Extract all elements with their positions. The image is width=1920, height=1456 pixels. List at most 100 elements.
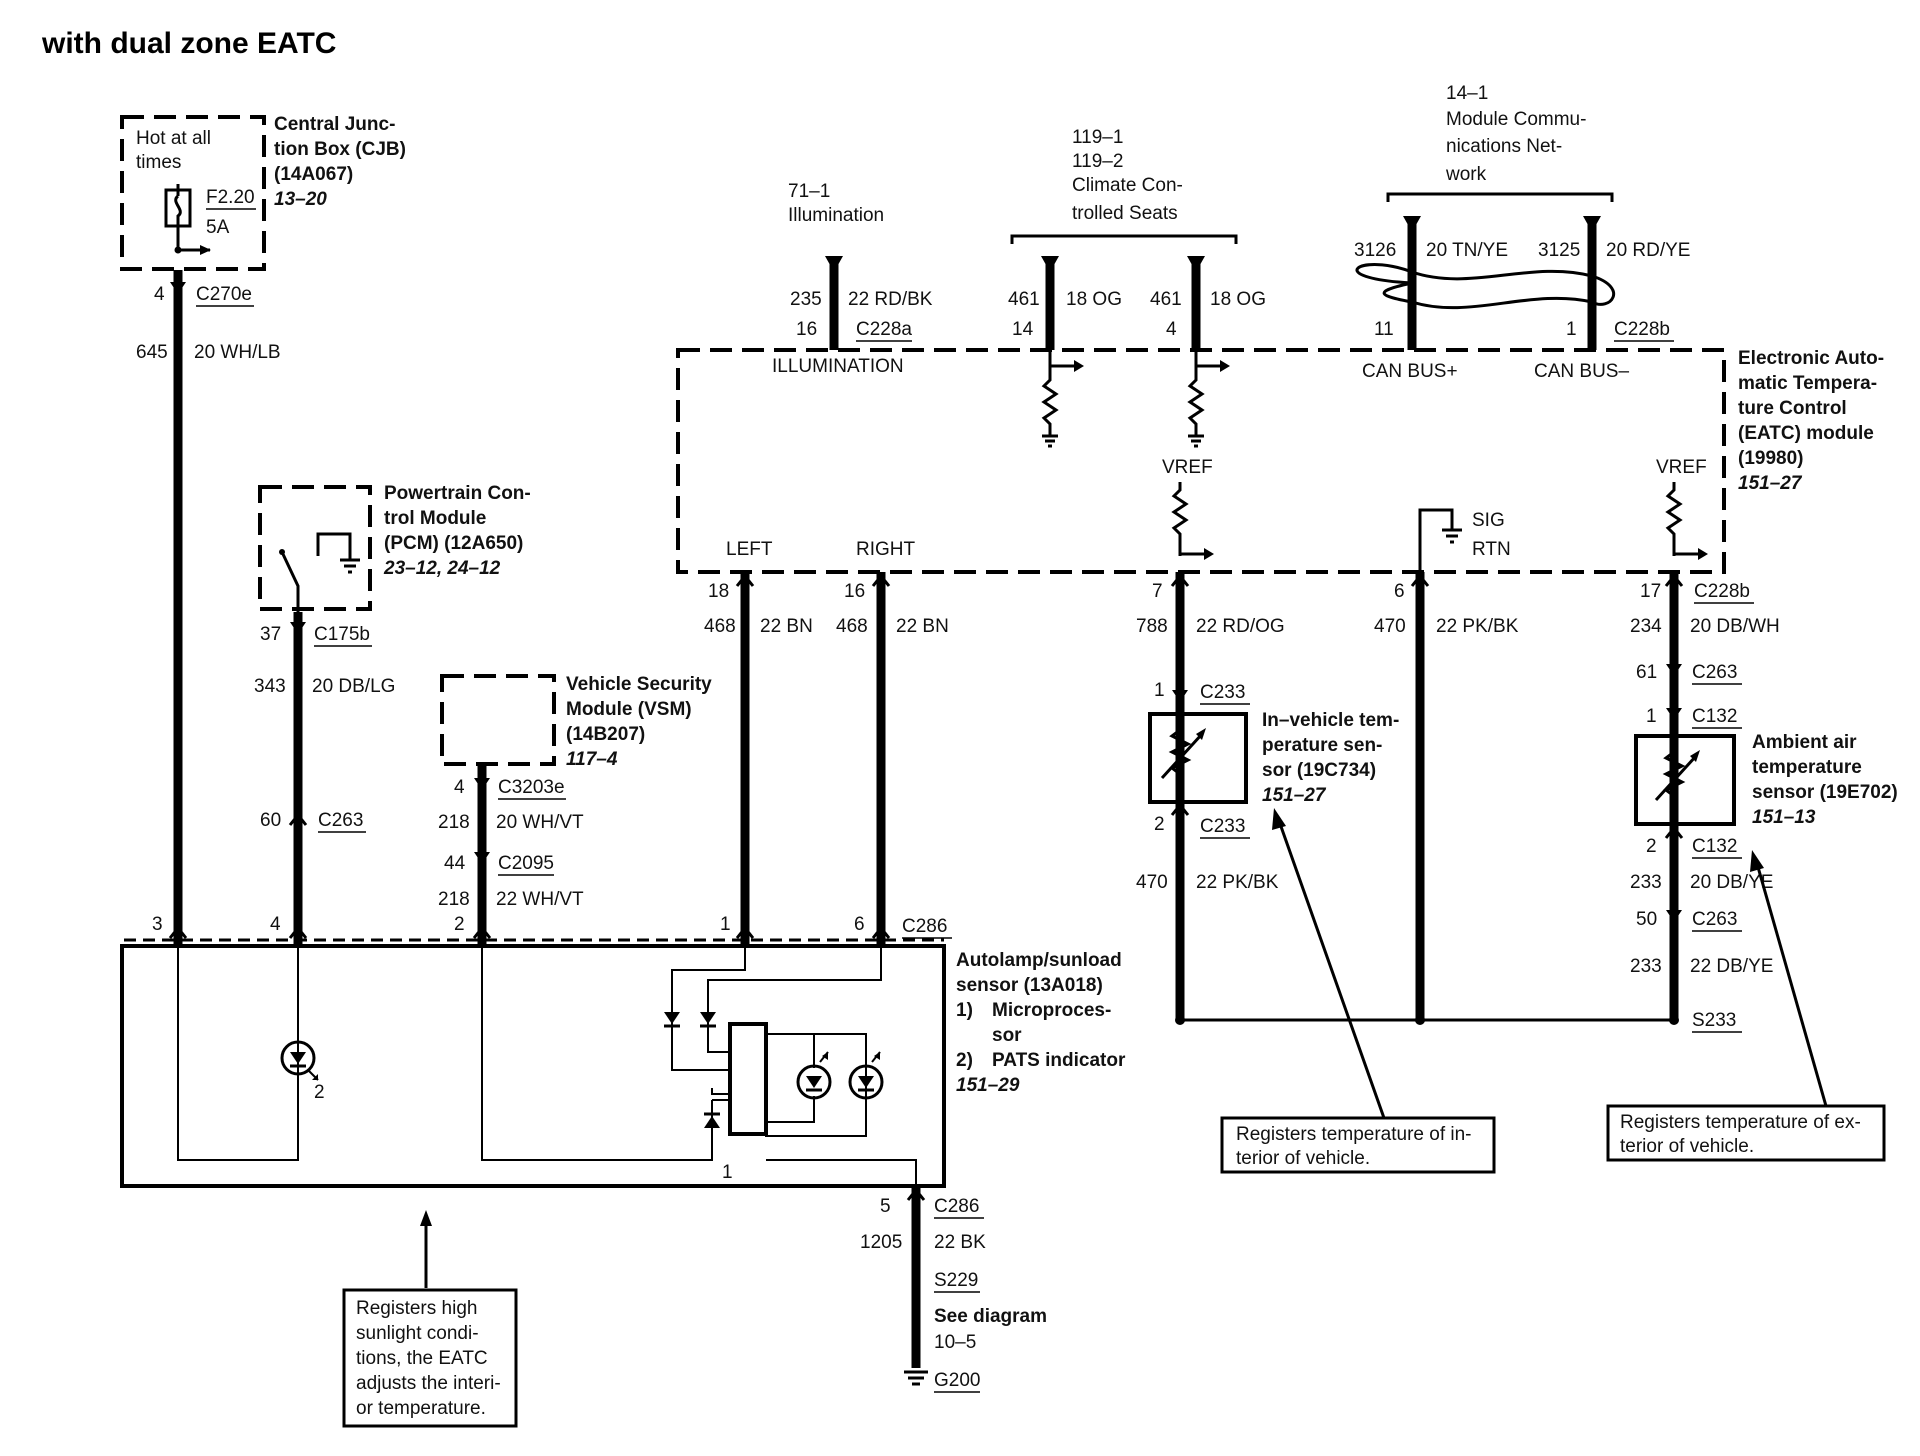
in-pin: 7 [1152, 581, 1163, 602]
in-sensor-name-1: In–vehicle tem- [1262, 710, 1399, 731]
vsm-wire-color: 20 WH/VT [496, 812, 584, 833]
ambient-air-sensor-box [1634, 734, 1736, 826]
powertrain-control-module: Powertrain Con- trol Module (PCM) (12A65… [258, 483, 531, 612]
seat1-wire-color: 18 OG [1066, 289, 1122, 310]
amb-sensor-name-1: Ambient air [1752, 732, 1857, 753]
vsm-wire-color2: 22 WH/VT [496, 889, 584, 910]
seats-ref-2: 119–2 [1072, 151, 1123, 172]
vsm-name-2: Module (VSM) [566, 699, 692, 720]
amb-sensor-circuit1: 233 [1630, 872, 1662, 893]
ground-wire-color: 22 BK [934, 1232, 986, 1253]
amb-sensor-wire2: 22 DB/YE [1690, 956, 1773, 977]
ground-icon [904, 1370, 928, 1386]
cjb-name-2: tion Box (CJB) [274, 139, 406, 160]
amb-circuit: 234 [1630, 616, 1662, 637]
can-plus-label: CAN BUS+ [1362, 361, 1458, 382]
interior-note-2: terior of vehicle. [1236, 1148, 1370, 1169]
cjb-connector-arrow [170, 282, 186, 294]
cjb-connector: C270e [196, 284, 252, 305]
cjb-box-label-2: times [136, 152, 181, 173]
amb-sensor-ref: 151–13 [1752, 807, 1816, 828]
illumination-ref-1: 71–1 [788, 181, 830, 202]
ground-note-2: 10–5 [934, 1332, 976, 1353]
vref2-resistor-icon [1665, 482, 1708, 560]
pcm-wire-color: 20 DB/LG [312, 676, 395, 697]
sunload-note-4: adjusts the interi- [356, 1373, 501, 1394]
illumination-pin: 16 [796, 319, 817, 340]
autolamp-item1-num: 1) [956, 1000, 973, 1021]
cjb-ref: 13–20 [274, 189, 327, 210]
right-pin: 16 [844, 581, 865, 602]
rtn-circuit: 470 [1374, 616, 1406, 637]
cjb-name-1: Central Junc- [274, 114, 395, 135]
eatc-name-5: (19980) [1738, 448, 1804, 469]
diode-icon-1 [664, 1012, 680, 1028]
seat2-wire-color: 18 OG [1210, 289, 1266, 310]
in-sensor-conn-top: C233 [1200, 682, 1245, 703]
pcm-name-2: trol Module [384, 508, 486, 529]
diode-icon-2 [700, 1012, 716, 1028]
can2-pin: 1 [1566, 319, 1577, 340]
amb-sensor-pin-top: 1 [1646, 706, 1657, 727]
twisted-pair-icon [1355, 263, 1616, 310]
interior-note-box [1220, 1116, 1496, 1174]
sig-label: SIG [1472, 510, 1505, 531]
eatc-ref: 151–27 [1738, 473, 1803, 494]
interior-note-arrow [1276, 817, 1386, 1119]
vsm-pin2: 44 [444, 853, 466, 874]
autolamp-item1-2: sor [992, 1025, 1022, 1046]
in-vehicle-sensor-box [1148, 712, 1248, 804]
ground-g200: G200 [934, 1370, 980, 1391]
eatc-name-1: Electronic Auto- [1738, 348, 1884, 369]
ground-splice: S229 [934, 1270, 978, 1291]
autolamp-internal-circuit [177, 946, 917, 1186]
amb-pin: 17 [1640, 581, 1661, 602]
autolamp-inner-label-2: 2 [314, 1082, 325, 1103]
pcm-pin: 37 [260, 624, 281, 645]
pcm-dashed-box [258, 485, 372, 611]
seats-ref-4: trolled Seats [1072, 203, 1178, 224]
autolamp-sensor-box [120, 944, 946, 1188]
can2-circuit: 3125 [1538, 240, 1580, 261]
vsm-connector2: C2095 [498, 853, 554, 874]
illumination-circuit: 235 [790, 289, 822, 310]
exterior-note-arrow [1754, 859, 1828, 1107]
ground-connector: C286 [934, 1196, 979, 1217]
eatc-name-3: ture Control [1738, 398, 1847, 419]
seat1-wire [1041, 256, 1059, 350]
cjb-name-3: (14A067) [274, 164, 353, 185]
fuse-icon [164, 184, 211, 255]
network-bracket [1386, 192, 1614, 202]
exterior-note-1: Registers temperature of ex- [1620, 1112, 1861, 1133]
interior-note-1: Registers temperature of in- [1236, 1124, 1472, 1145]
in-sensor-conn-bot: C233 [1200, 816, 1245, 837]
can2-wire-color: 20 RD/YE [1606, 240, 1690, 261]
autolamp-item1-1: Microproces- [992, 1000, 1111, 1021]
seat2-wire [1187, 256, 1205, 350]
pcm-name-3: (PCM) (12A650) [384, 533, 523, 554]
vref1-label: VREF [1162, 457, 1213, 478]
led-icon-2 [848, 1051, 884, 1100]
amb-sensor-pin-bot: 2 [1646, 836, 1657, 857]
cjb-wire-color: 20 WH/LB [194, 342, 281, 363]
vsm-dashed-box [440, 674, 556, 766]
vsm-ref: 117–4 [566, 749, 618, 770]
amb-sensor-name-3: sensor (19E702) [1752, 782, 1898, 803]
in-sensor-pin-top: 1 [1154, 680, 1165, 701]
autolamp-pin-6: 6 [854, 914, 865, 935]
vsm-connector: C3203e [498, 777, 565, 798]
eatc-top-connector: C228b [1614, 319, 1670, 340]
can-minus-wire [1583, 216, 1601, 350]
rtn-label: RTN [1472, 539, 1511, 560]
cjb-dashed-box [120, 115, 266, 271]
diagram-title: with dual zone EATC [41, 27, 336, 60]
sunload-note-1: Registers high [356, 1298, 477, 1319]
amb-conn-c: C263 [1692, 909, 1737, 930]
diode-icon-3 [704, 1112, 720, 1128]
ground-note-1: See diagram [934, 1306, 1047, 1327]
vsm-name-3: (14B207) [566, 724, 645, 745]
ground-circuit: 1205 [860, 1232, 902, 1253]
vsm-name-1: Vehicle Security [566, 674, 712, 695]
network-ref-4: work [1445, 164, 1487, 185]
